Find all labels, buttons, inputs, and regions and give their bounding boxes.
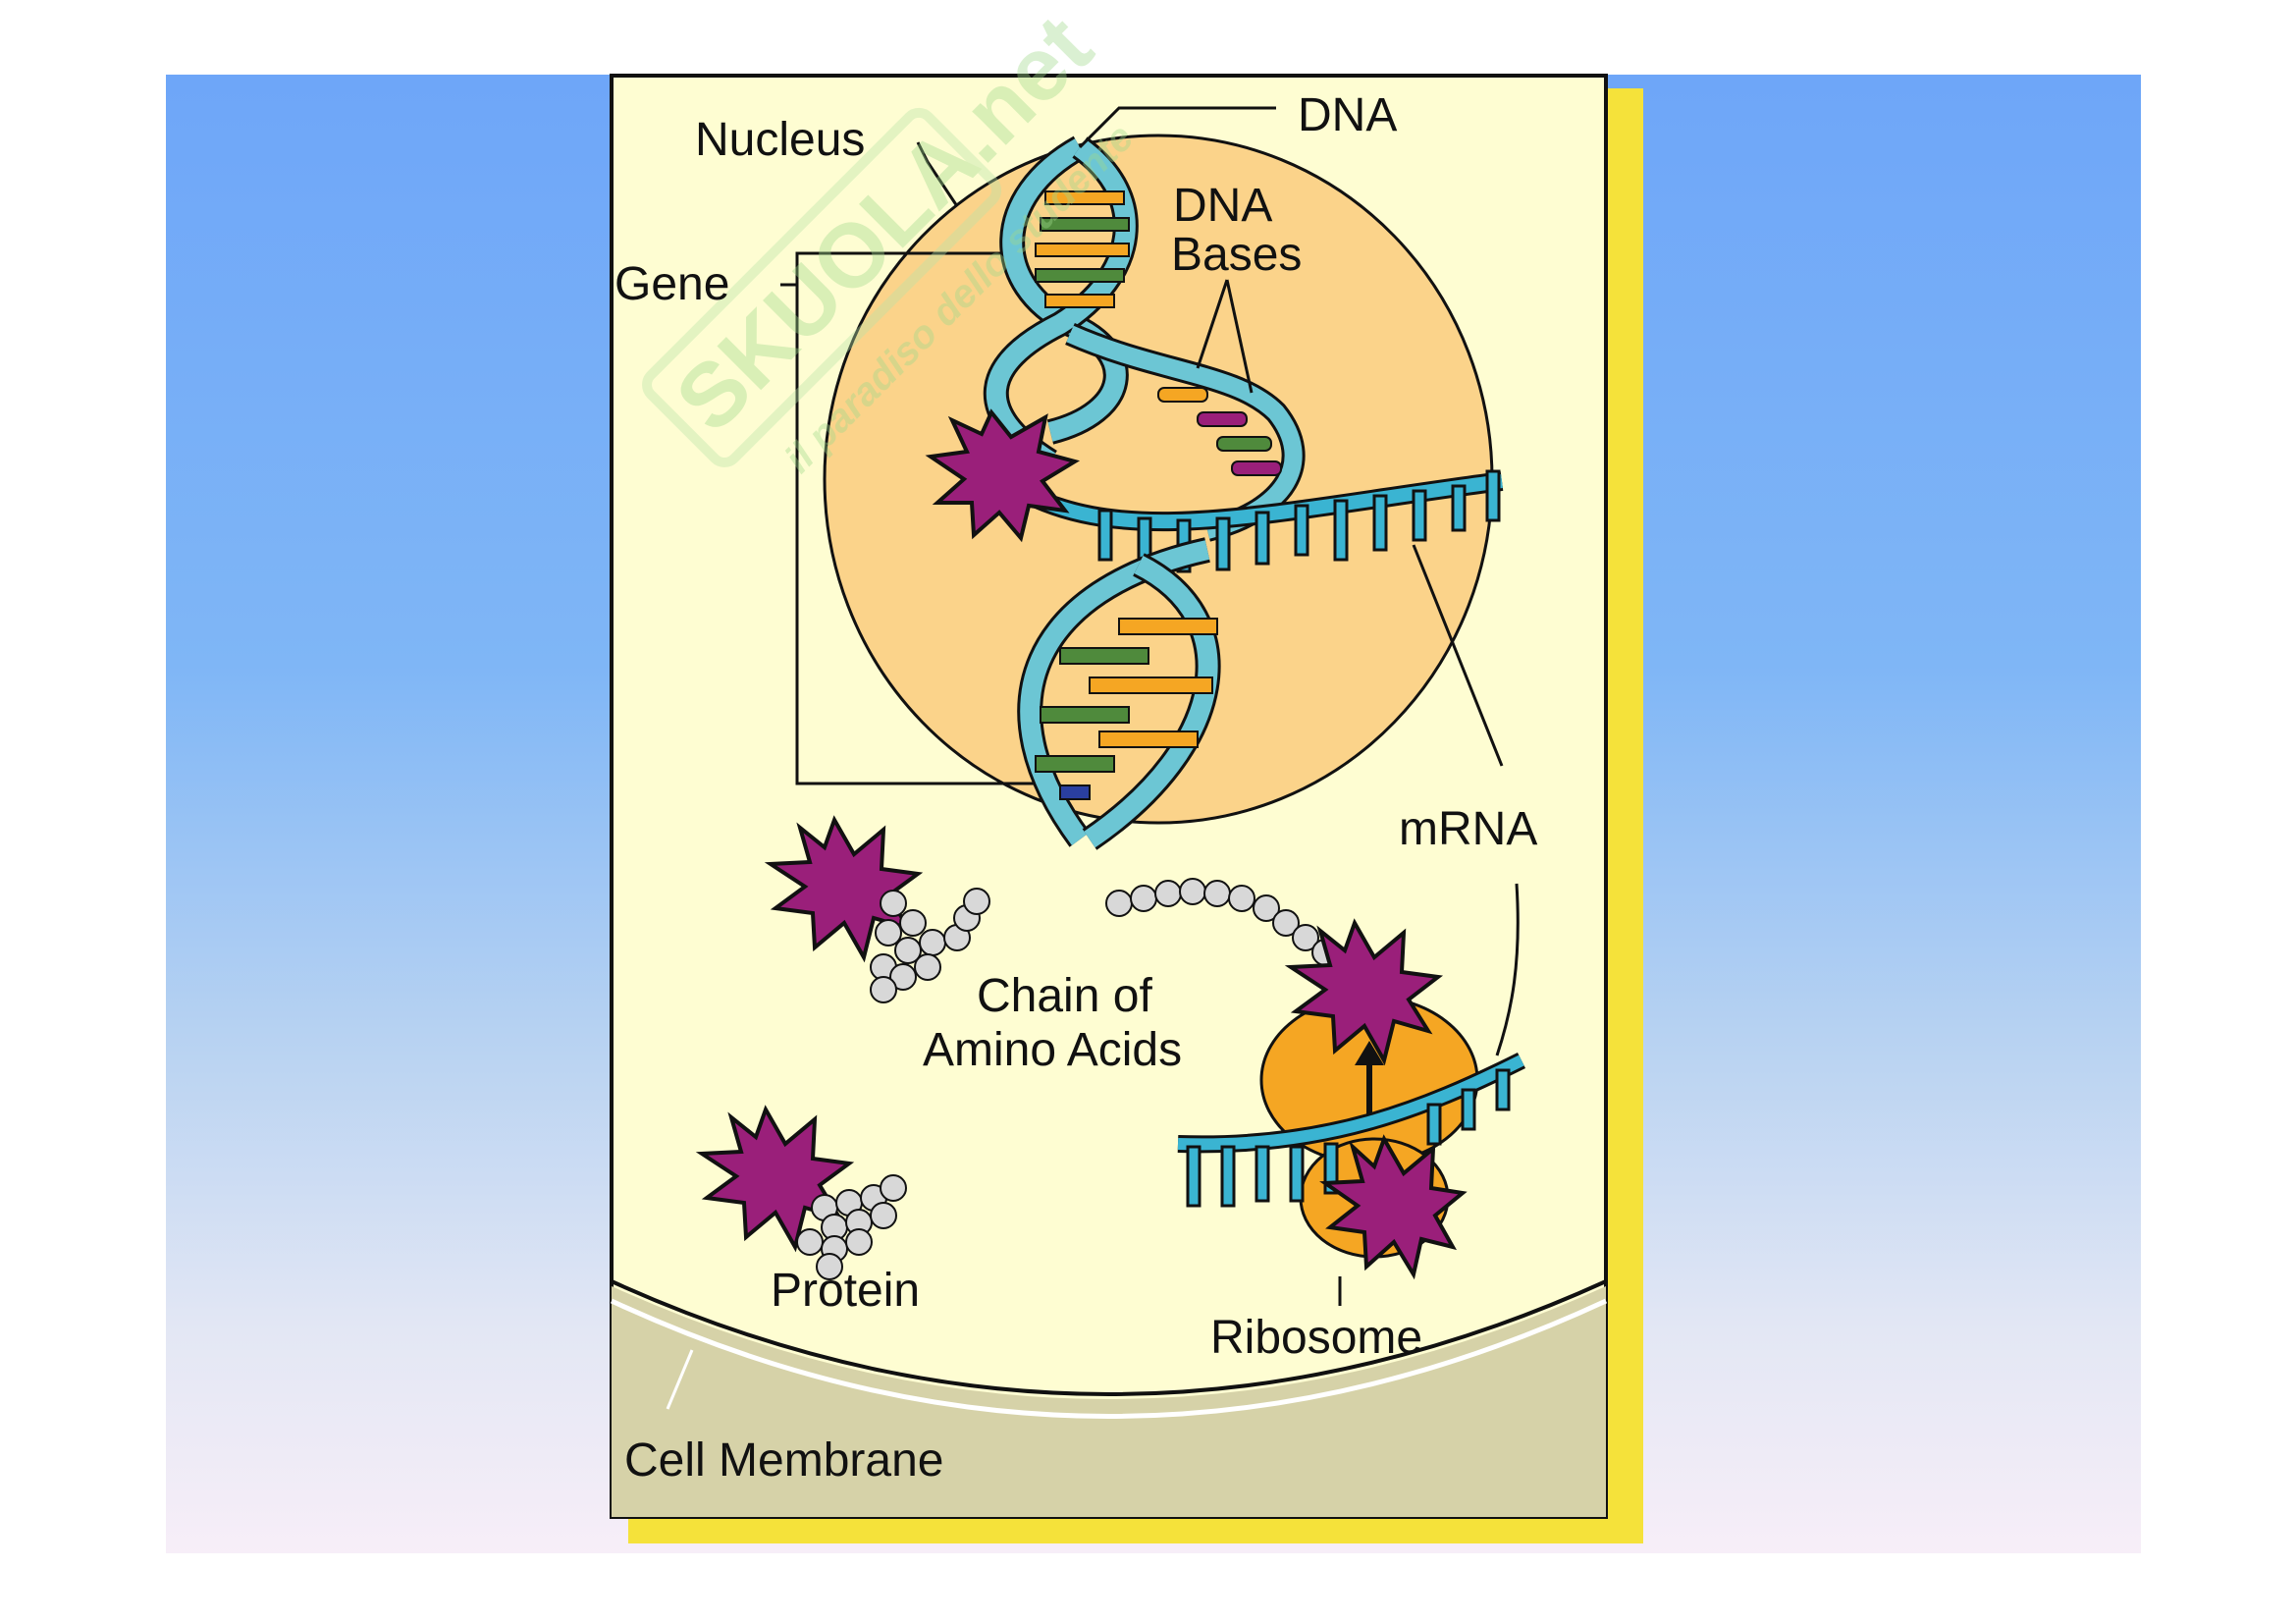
label-chain-line1: Chain of [977,970,1152,1022]
membrane-leader-line [666,1349,694,1410]
label-dna-bases-line1: DNA [1173,180,1272,232]
enzyme-protein [695,1105,855,1253]
enzyme-ribosome-bottom [1319,1134,1468,1280]
label-cell-membrane: Cell Membrane [624,1434,943,1487]
leader-lines [780,106,1520,1306]
enzyme-ribosome-top [1284,918,1444,1066]
mrna-on-ribosome [1177,1052,1526,1208]
dna-helix-upper [984,135,1139,473]
label-gene: Gene [614,258,729,310]
dna-helix-lower [1017,537,1221,850]
label-mrna: mRNA [1399,803,1537,855]
cell-membrane-region [612,1286,1606,1517]
dna-open-region [1065,323,1306,542]
amino-acid-cluster [870,888,990,1003]
rna-polymerase-enzyme [925,408,1081,543]
label-protein: Protein [771,1265,920,1317]
label-dna-bases-line2: Bases [1171,229,1302,281]
watermark-badge [642,107,1002,467]
enzyme-chain [764,815,924,963]
cell-membrane-outer-line [611,1279,1607,1396]
label-nucleus: Nucleus [695,114,865,166]
protein-cluster [796,1174,907,1280]
amino-acid-chain [1105,878,1339,966]
label-ribosome: Ribosome [1210,1312,1422,1364]
label-chain-line2: Amino Acids [923,1024,1182,1076]
gene-bracket [795,251,1041,785]
label-dna: DNA [1298,89,1397,141]
cell-membrane-inner-line [610,1298,1608,1419]
